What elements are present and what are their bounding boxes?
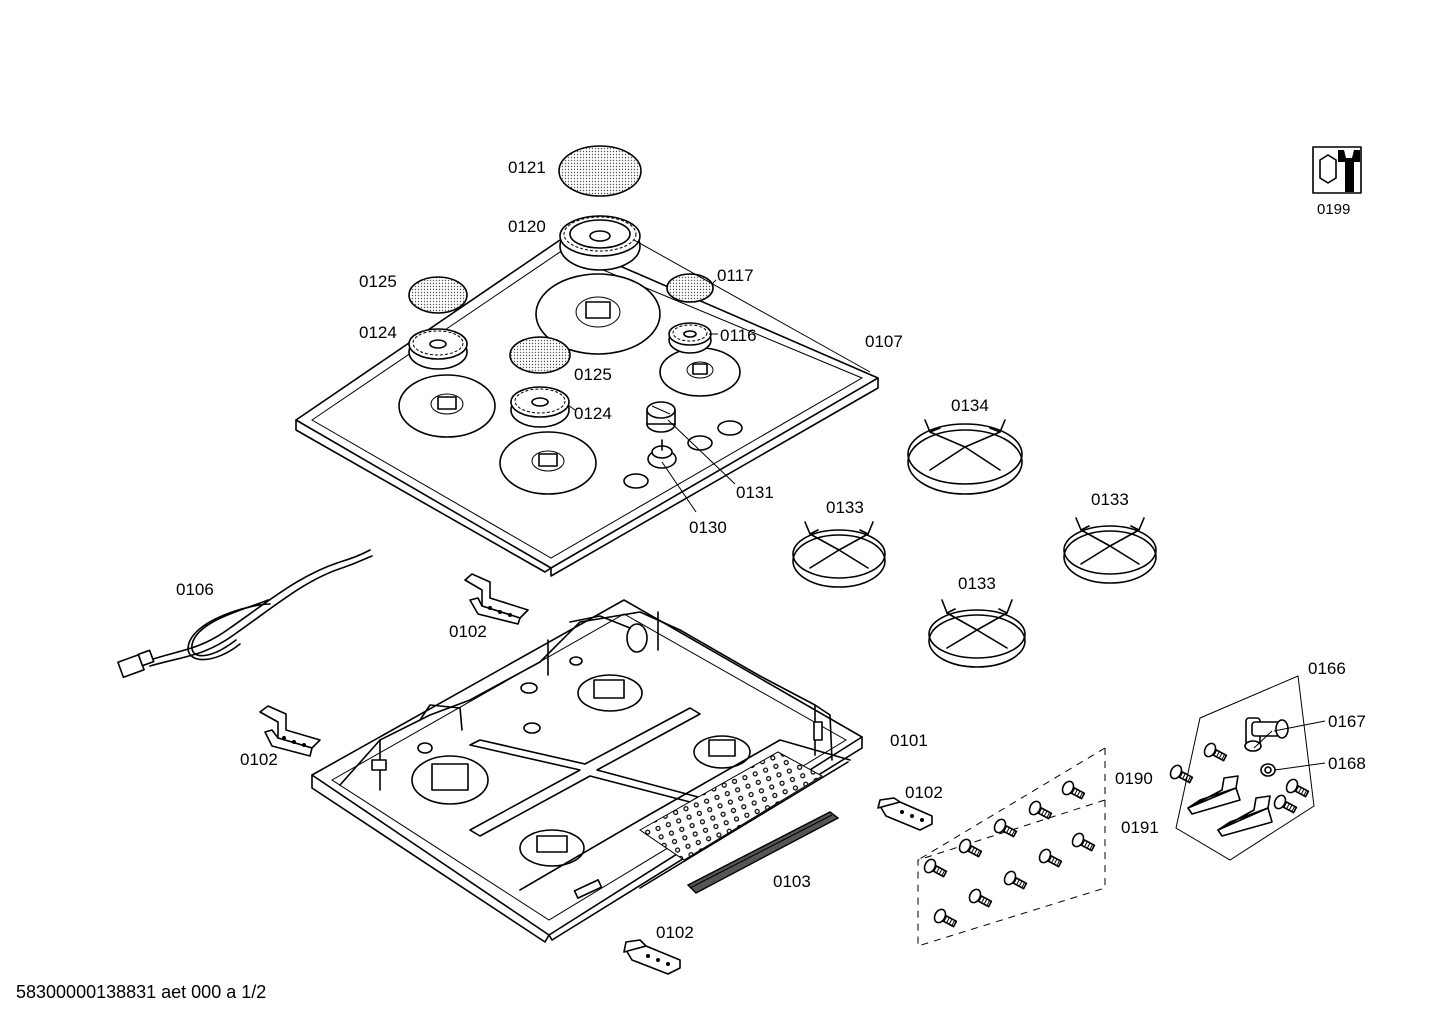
- screw: [1071, 832, 1096, 852]
- label-0101: 0101: [890, 731, 928, 750]
- pan-support-small-2: [1063, 517, 1157, 584]
- burner-small-center: [510, 386, 570, 428]
- screw: [958, 838, 983, 858]
- part-labels: 0121 0120 0125 0117 0124 0116 0107 0125 …: [16, 158, 1366, 1002]
- label-0102-b: 0102: [240, 750, 278, 769]
- screw: [1203, 742, 1228, 762]
- power-cable: [117, 549, 373, 679]
- wrench-nut-icon: [1312, 146, 1362, 194]
- seal-strip: [686, 811, 840, 894]
- label-0107: 0107: [865, 332, 903, 351]
- label-0116: 0116: [720, 326, 757, 345]
- mounting-bracket-3: [877, 797, 933, 831]
- screw: [1273, 794, 1298, 814]
- label-0166: 0166: [1308, 659, 1346, 678]
- tray-vent-holes: [639, 751, 824, 861]
- burner-cap-right: [666, 273, 714, 303]
- label-0199: 0199: [1317, 201, 1350, 218]
- drawing-reference: 58300000138831 aet 000 a 1/2: [16, 982, 266, 1002]
- label-0102-d: 0102: [656, 923, 694, 942]
- label-0117: 0117: [717, 266, 754, 285]
- label-0190: 0190: [1115, 769, 1153, 788]
- screw-set: [917, 747, 1106, 947]
- label-0102-c: 0102: [905, 783, 943, 802]
- burner-cap-small-left: [408, 276, 468, 314]
- label-0124-b: 0124: [574, 404, 612, 423]
- pan-support-small-1: [792, 521, 886, 588]
- label-0125-b: 0125: [574, 365, 612, 384]
- label-0131: 0131: [736, 483, 774, 502]
- label-0106: 0106: [176, 580, 214, 599]
- burner-right: [668, 322, 712, 354]
- screw: [1028, 800, 1053, 820]
- leader-lines: [567, 239, 1326, 771]
- hob-top-plate: [295, 239, 879, 577]
- mounting-bracket-4: [623, 939, 681, 975]
- label-0133-b: 0133: [1091, 490, 1129, 509]
- label-0167: 0167: [1328, 712, 1366, 731]
- screw: [993, 818, 1018, 838]
- mounting-bracket-1: [464, 573, 529, 625]
- label-0130: 0130: [689, 518, 727, 537]
- burner-small-left: [408, 328, 468, 370]
- pan-support-large: [907, 419, 1023, 495]
- label-0191: 0191: [1121, 818, 1159, 837]
- label-0125-a: 0125: [359, 272, 397, 291]
- kit-bracket-1: [1187, 775, 1241, 815]
- kit-bracket-2: [1217, 795, 1273, 837]
- screw: [1061, 780, 1086, 800]
- label-0124-a: 0124: [359, 323, 397, 342]
- burner-large: [559, 215, 641, 271]
- label-0121: 0121: [508, 158, 546, 177]
- label-0168: 0168: [1328, 754, 1366, 773]
- plate-burner-openings: [398, 273, 743, 495]
- control-knob: [646, 401, 676, 433]
- tray-burner-mount-1: [577, 674, 643, 712]
- tray-burner-mount-3: [693, 735, 751, 769]
- gas-elbow-fitting: [1244, 717, 1289, 752]
- burner-cap-small-center: [509, 336, 571, 374]
- hob-base-tray: [311, 599, 863, 943]
- screw: [1285, 778, 1310, 798]
- label-0134: 0134: [951, 396, 989, 415]
- label-0133-a: 0133: [826, 498, 864, 517]
- knob-spindle: [647, 439, 677, 469]
- label-0102-a: 0102: [449, 622, 487, 641]
- gas-connection-kit: [1175, 675, 1315, 861]
- screw: [1169, 764, 1194, 784]
- screw: [968, 888, 993, 908]
- label-0103: 0103: [773, 872, 811, 891]
- tray-burner-mount-2: [411, 755, 489, 805]
- screw: [933, 908, 958, 928]
- pan-support-small-3: [928, 599, 1026, 668]
- screws: [923, 742, 1310, 928]
- label-0120: 0120: [508, 217, 546, 236]
- seal-washer: [1260, 763, 1276, 777]
- burner-cap-large: [558, 145, 642, 197]
- mounting-bracket-2: [259, 705, 321, 757]
- screw: [1003, 870, 1028, 890]
- tray-burner-mount-4: [519, 829, 585, 867]
- screw: [1038, 848, 1063, 868]
- screw: [923, 858, 948, 878]
- label-0133-c: 0133: [958, 574, 996, 593]
